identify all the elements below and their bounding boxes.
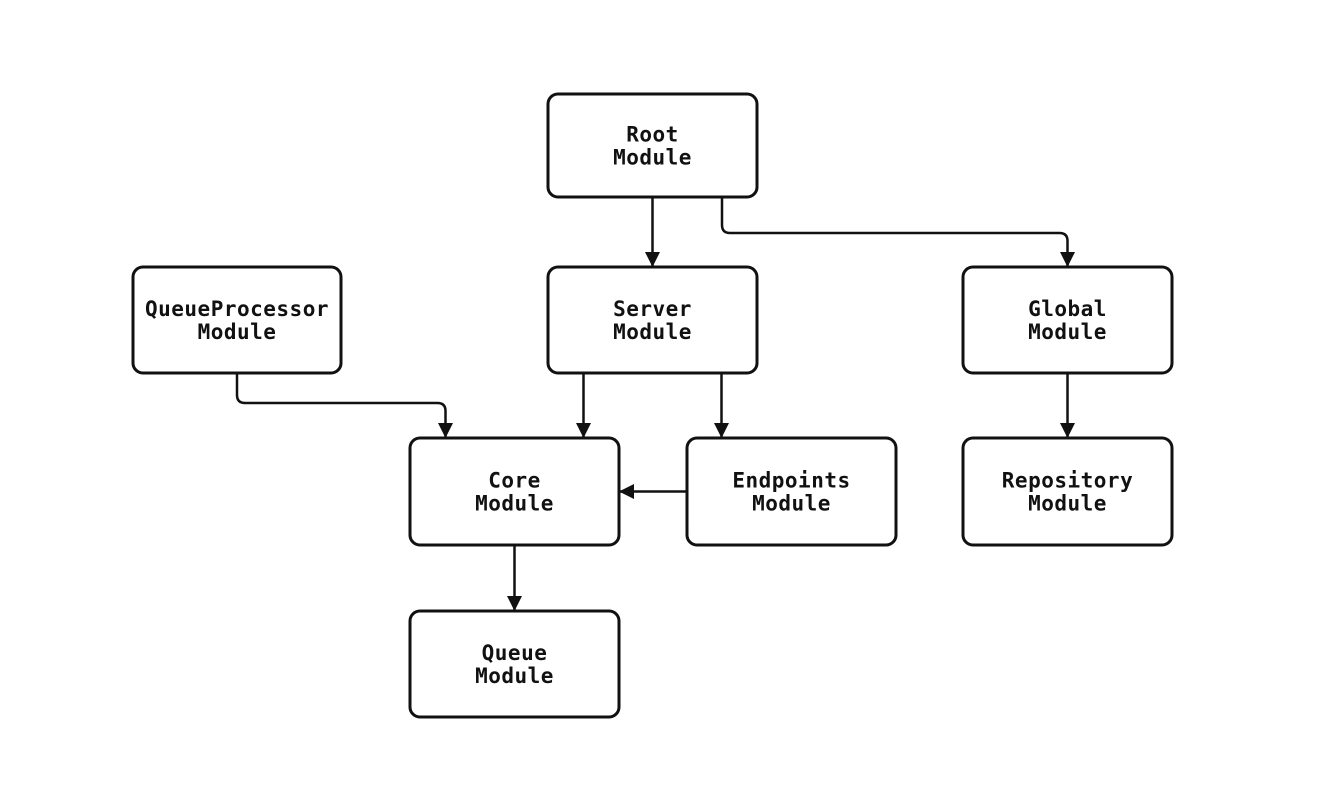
edges-layer — [235, 197, 1075, 611]
node-box — [131, 265, 343, 375]
edge-queueprocessor-to-core — [235, 373, 453, 438]
node-label-line2: Module — [613, 320, 692, 344]
node-box — [408, 436, 621, 547]
node-label-line1: Endpoints — [732, 469, 850, 493]
node-endpoints-module: Endpoints Module — [685, 436, 898, 547]
node-box — [961, 265, 1174, 375]
node-box — [961, 436, 1174, 547]
node-label-line2: Module — [1028, 492, 1107, 516]
node-global-module: Global Module — [961, 265, 1174, 375]
node-root-module: Root Module — [546, 92, 759, 199]
node-label-line2: Module — [613, 146, 692, 170]
node-label-line1: Global — [1028, 297, 1107, 321]
node-queueprocessor-module: QueueProcessor Module — [131, 265, 343, 375]
node-box — [685, 436, 898, 547]
node-label-line2: Module — [475, 664, 554, 688]
node-label-line1: Core — [488, 469, 541, 493]
node-label-line1: Queue — [482, 641, 548, 665]
node-box — [546, 92, 759, 199]
node-label-line1: Server — [613, 297, 692, 321]
node-label-line1: QueueProcessor — [145, 297, 329, 321]
node-queue-module: Queue Module — [408, 609, 621, 719]
node-label-line2: Module — [752, 492, 831, 516]
node-label-line1: Root — [626, 123, 679, 147]
node-label-line2: Module — [475, 492, 554, 516]
node-label-line1: Repository — [1002, 469, 1133, 493]
node-box — [408, 609, 621, 719]
node-box — [546, 265, 759, 375]
node-label-line2: Module — [198, 320, 277, 344]
node-label-line2: Module — [1028, 320, 1107, 344]
node-server-module: Server Module — [546, 265, 759, 375]
edge-root-to-global — [720, 197, 1075, 267]
node-core-module: Core Module — [408, 436, 621, 547]
node-repository-module: Repository Module — [961, 436, 1174, 547]
